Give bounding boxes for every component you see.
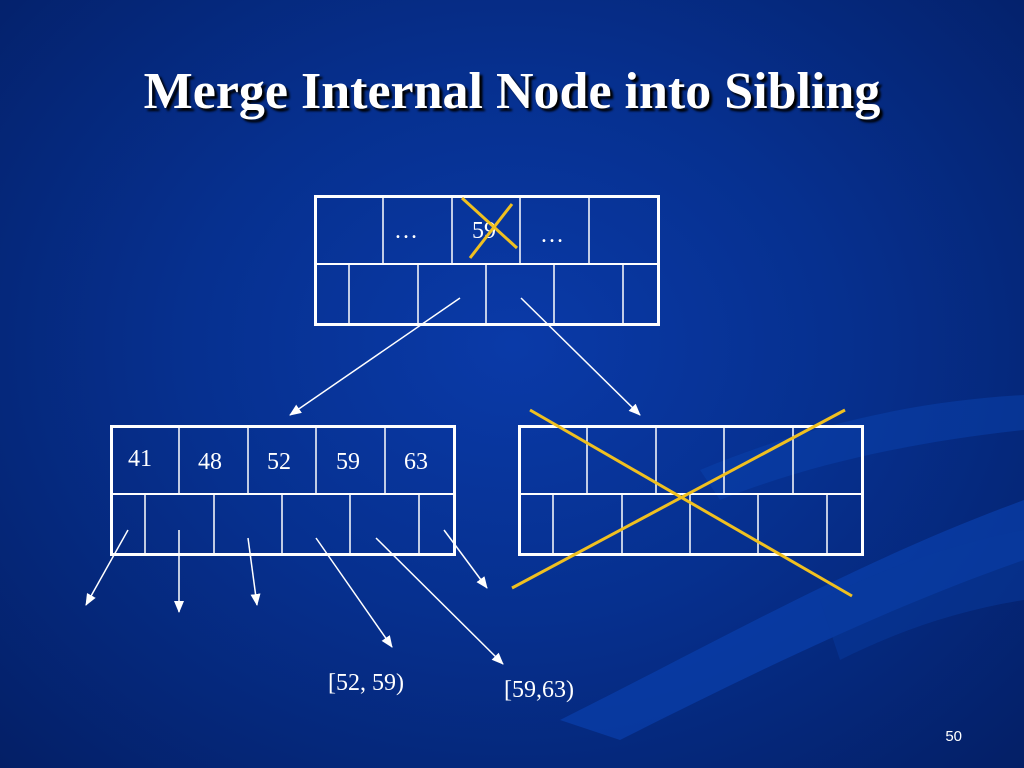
slide-title: Merge Internal Node into Sibling	[143, 63, 881, 120]
merged-key-63: 63	[404, 449, 428, 475]
range-label-59-63: [59,63)	[504, 677, 574, 703]
parent-key-ellipsis-left: …	[394, 218, 418, 244]
parent-key-ellipsis-right: …	[540, 222, 564, 248]
cross-key-line-b	[468, 203, 514, 259]
range-label-52-59: [52, 59)	[328, 670, 404, 696]
merged-key-59: 59	[336, 449, 360, 475]
merged-node-frame	[110, 425, 456, 556]
cross-node-line-b	[511, 408, 846, 590]
arrow-child-4	[375, 537, 504, 665]
arrow-child-5	[443, 529, 488, 589]
merged-key-41: 41	[128, 446, 152, 472]
arrow-parent-to-merged	[289, 297, 461, 416]
page-number: 50	[945, 728, 962, 745]
cross-node-line-a	[529, 408, 853, 598]
merged-node	[110, 425, 456, 556]
deleted-node-frame	[518, 425, 864, 556]
arrow-child-0	[85, 529, 129, 606]
arrow-child-3	[315, 537, 393, 648]
parent-node	[314, 195, 660, 326]
arrow-child-2	[247, 537, 261, 606]
merged-key-52: 52	[267, 449, 291, 475]
cross-key-line-a	[460, 196, 519, 250]
merged-key-48: 48	[198, 449, 222, 475]
arrow-parent-to-deleted	[520, 297, 641, 416]
parent-node-frame	[314, 195, 660, 326]
